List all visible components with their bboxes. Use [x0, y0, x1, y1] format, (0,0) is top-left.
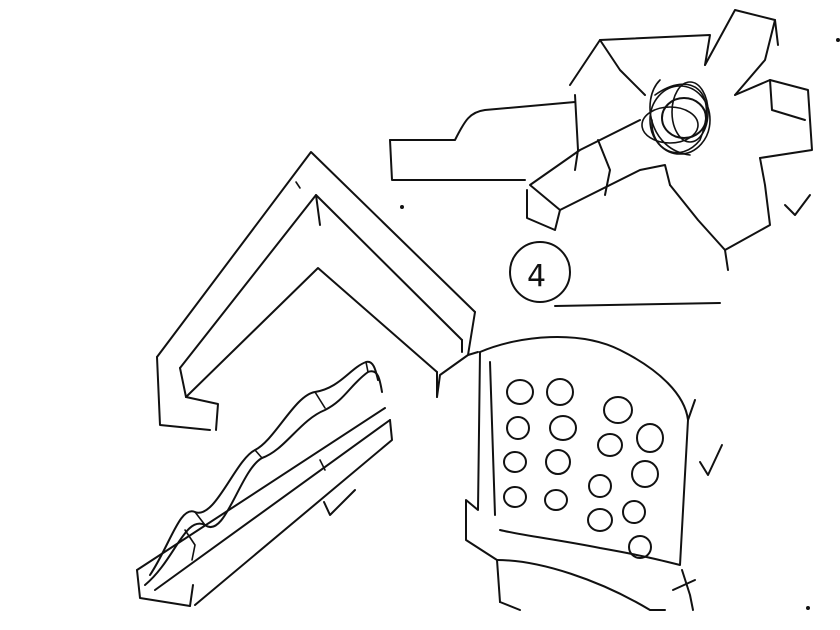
number-label: 4 [527, 259, 546, 294]
star-pinwheel-sketch [389, 9, 813, 271]
checkmark-2 [699, 444, 723, 476]
underline-stroke [554, 302, 721, 307]
circled-number-4: 4 [509, 241, 571, 303]
ink-dot [806, 606, 810, 610]
checkmark-3 [323, 489, 356, 516]
checkmark-1 [784, 194, 811, 216]
chevron-block-sketch [156, 151, 476, 431]
ink-dot [836, 38, 840, 42]
perforated-wall-sketch [465, 336, 696, 611]
ink-dot [400, 205, 404, 209]
wavy-wall-sketch [136, 360, 393, 607]
